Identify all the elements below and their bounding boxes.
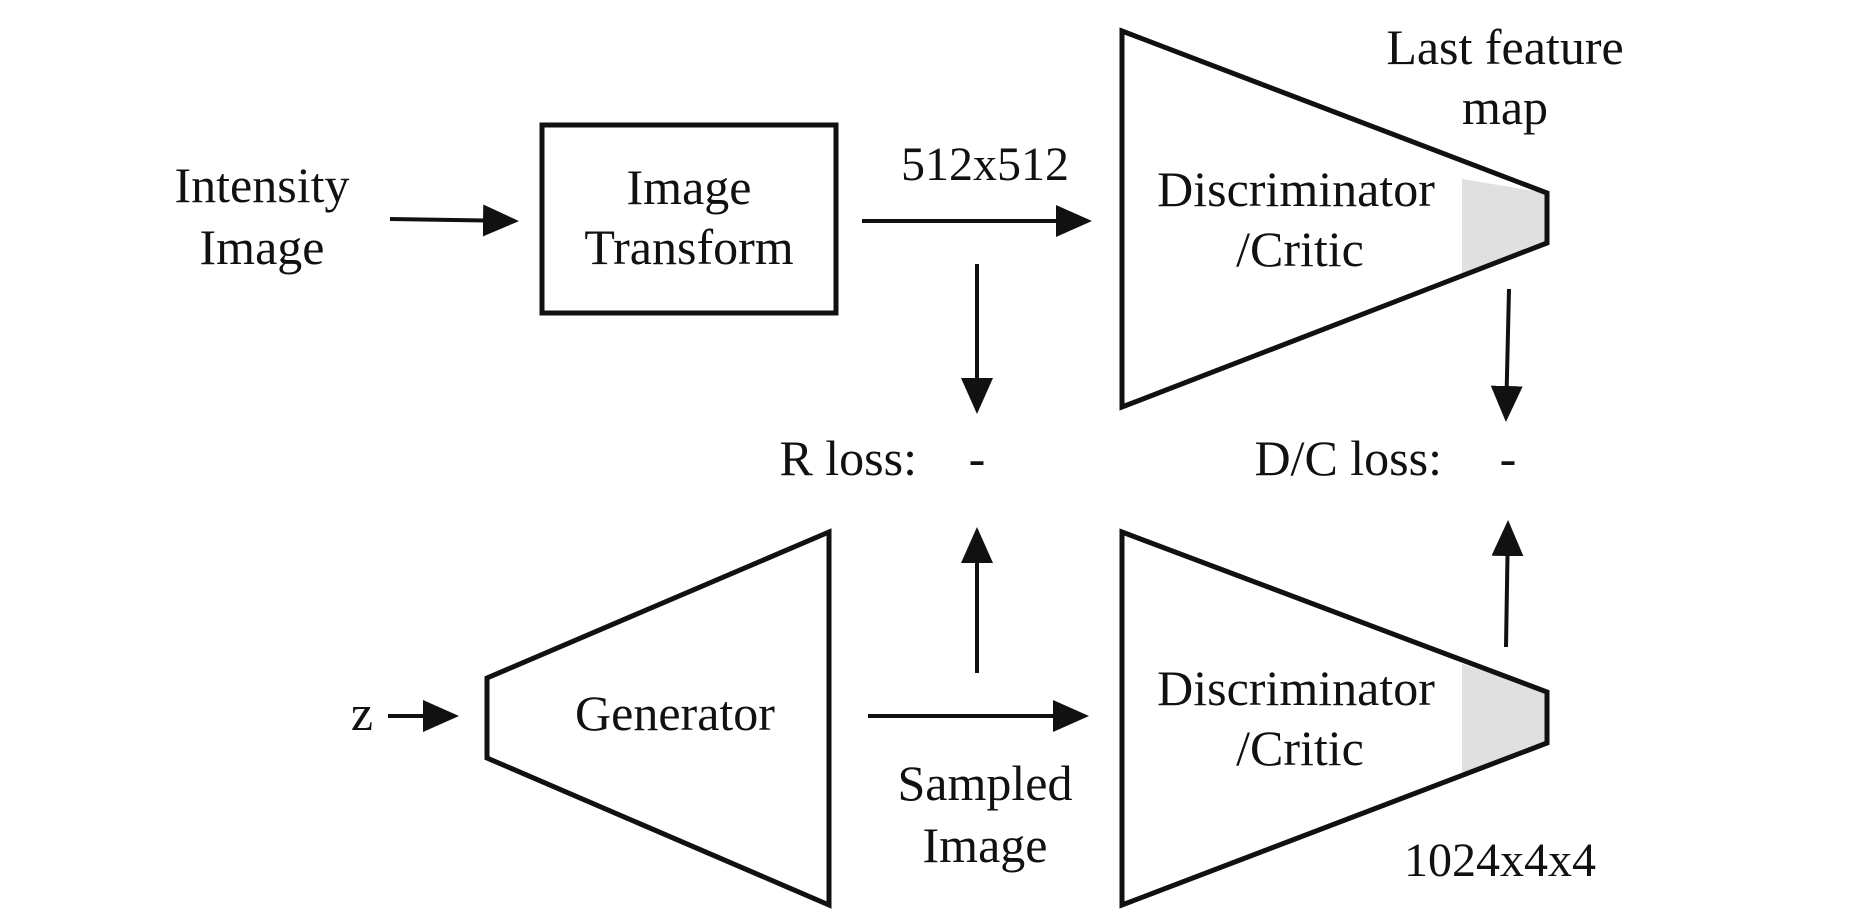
generator-shape	[484, 528, 832, 909]
image-transform-box	[539, 122, 839, 316]
arrow-discriminator-bottom-to-dc-loss	[1491, 520, 1524, 648]
discriminator-top-label-line2: /Critic	[1236, 221, 1364, 277]
image-transform-label-line1: Image	[627, 159, 752, 215]
dc-loss-operator: -	[1500, 430, 1517, 486]
z-label: z	[351, 685, 373, 741]
intensity-image-label-line2: Image	[200, 219, 325, 275]
size-512-label: 512x512	[901, 138, 1069, 191]
discriminator-bottom-label-line2: /Critic	[1236, 720, 1364, 776]
arrow-discriminator-top-to-dc-loss	[1490, 288, 1523, 422]
size-1024-label: 1024x4x4	[1404, 834, 1596, 887]
r-loss-operator: -	[969, 430, 986, 486]
last-feature-map-label-line1: Last feature	[1386, 19, 1623, 75]
dc-loss-label: D/C loss:	[1254, 430, 1442, 486]
discriminator-bottom-shape	[1119, 528, 1550, 909]
generator-label: Generator	[575, 685, 775, 741]
r-loss-label: R loss:	[779, 430, 917, 486]
last-feature-map-label-line2: map	[1462, 79, 1548, 135]
discriminator-top-label-line1: Discriminator	[1157, 161, 1435, 217]
sampled-image-label-line1: Sampled	[898, 755, 1073, 811]
intensity-image-label-line1: Intensity	[175, 157, 350, 213]
discriminator-top-shape	[1119, 27, 1550, 411]
feature-map-bottom	[1462, 664, 1547, 773]
discriminator-bottom-label-line1: Discriminator	[1157, 660, 1435, 716]
arrow-intensity-to-transform	[389, 204, 519, 237]
sampled-image-label-line2: Image	[923, 817, 1048, 873]
image-transform-label-line2: Transform	[584, 219, 793, 275]
